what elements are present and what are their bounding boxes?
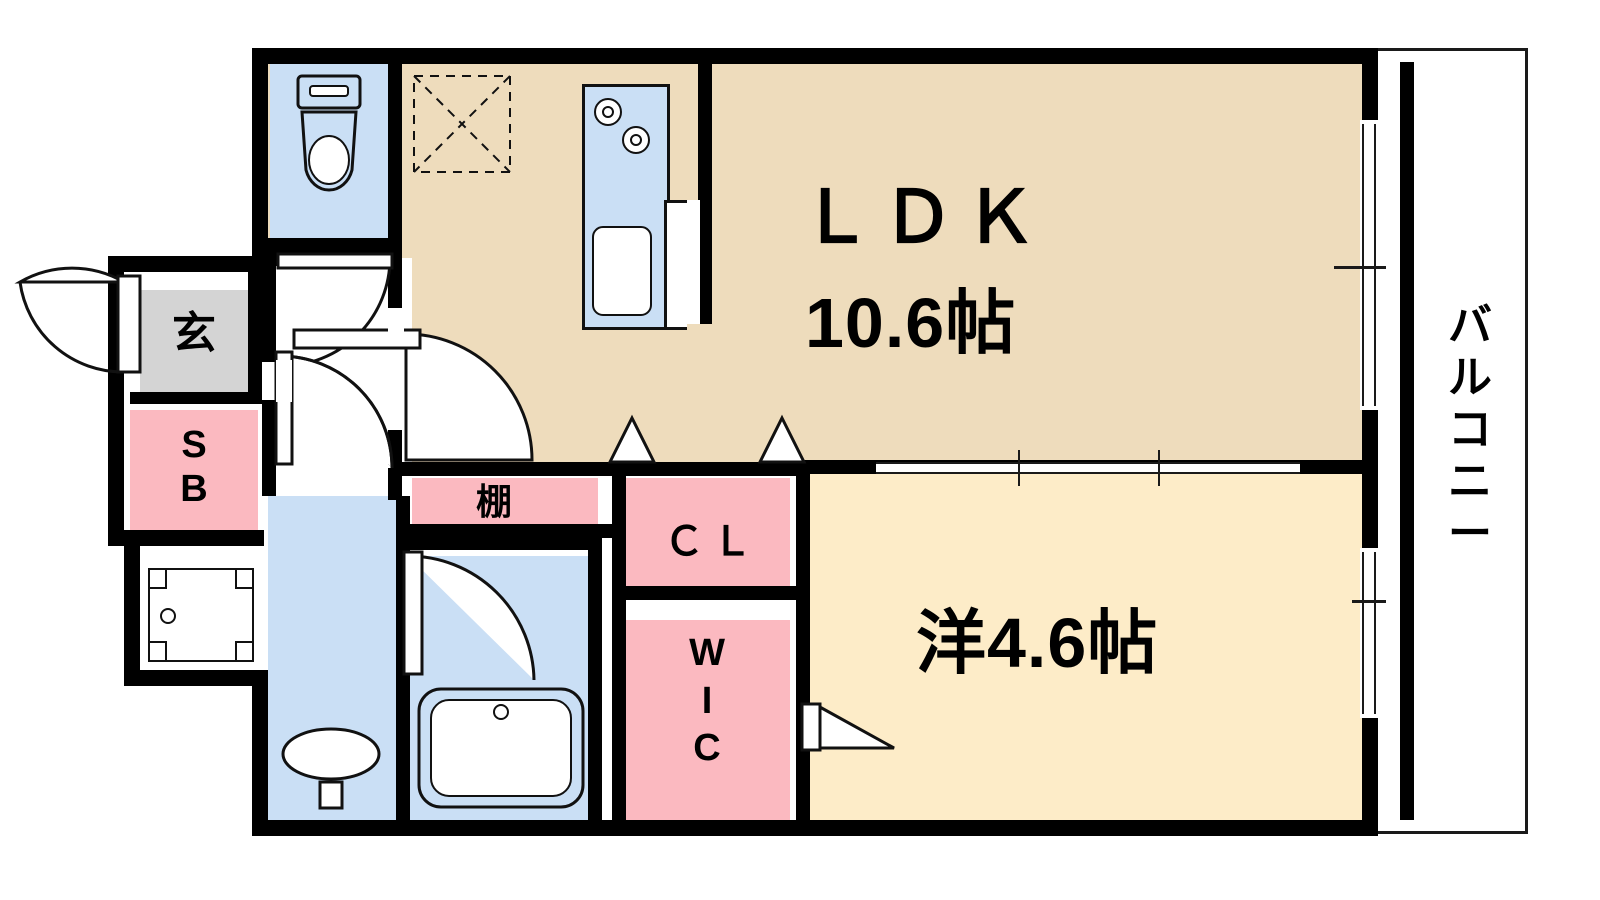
label-wic-line3: C	[693, 727, 723, 769]
sliding-door-line-b	[876, 472, 1300, 474]
washroom-door[interactable]	[274, 350, 396, 470]
wall-kitchen-partition	[698, 62, 712, 324]
wall-bath-top	[396, 538, 602, 550]
balcony-rail-bottom	[1400, 598, 1414, 820]
washing-machine-pan	[148, 568, 254, 662]
kitchen-sink-fixture	[592, 226, 652, 316]
room-fill-genkan	[140, 288, 260, 392]
wall-left-upper	[252, 48, 268, 258]
wall-cl-left	[612, 462, 626, 586]
vanity-sink-fixture	[281, 727, 381, 810]
toilet-fixture	[296, 74, 362, 192]
label-balcony-line1: バ	[1448, 301, 1492, 350]
window-line-4	[1374, 552, 1376, 714]
wall-cl-bottom	[612, 586, 802, 600]
bathroom-door[interactable]	[402, 550, 572, 684]
label-balcony-line3: コ	[1448, 404, 1492, 454]
balcony-rail-top	[1400, 62, 1414, 268]
sliding-door-mullion-b	[1158, 450, 1160, 486]
room-fill-shoe-box	[130, 410, 258, 534]
wall-entrance-top	[108, 256, 268, 272]
wall-hall-left	[262, 252, 276, 362]
room-fill-western	[810, 466, 1366, 828]
bedroom-wic-door[interactable]	[800, 702, 898, 756]
wall-left-mid	[124, 530, 140, 670]
wall-left-lower-jog	[124, 670, 268, 686]
label-tana: 棚	[476, 481, 515, 522]
wall-notch-hall-1	[276, 360, 292, 402]
wall-top	[252, 48, 1378, 64]
window-line-3	[1362, 552, 1364, 714]
label-balcony-line2: ル	[1448, 352, 1492, 402]
entrance-door[interactable]	[10, 266, 142, 386]
balcony-outline-top	[1378, 48, 1528, 51]
label-balcony-line4: ニ	[1448, 456, 1492, 506]
label-balcony: バ ル コ ニ ー	[1420, 300, 1520, 560]
label-wic-line2: I	[701, 679, 715, 722]
label-shoe-box: S B	[130, 424, 258, 511]
label-sb-line2: B	[180, 467, 208, 510]
gas-stove-fixture	[594, 98, 650, 154]
label-genkan: 玄	[172, 309, 216, 358]
wall-wic-left	[612, 600, 626, 836]
label-ldk: ＬＤＫ	[800, 178, 1047, 258]
ldk-entry-door[interactable]	[292, 328, 534, 462]
window-mullion-1	[1334, 266, 1386, 269]
wall-tana-bottom	[402, 524, 614, 538]
wall-toilet-bottom	[268, 238, 402, 252]
wall-bath-right	[588, 538, 602, 828]
closet-door-markers[interactable]	[606, 414, 820, 466]
wall-bottom	[252, 820, 1378, 836]
hall-fill-lower	[262, 466, 412, 496]
balcony-rail-mid	[1400, 268, 1414, 598]
kitchen-counter-edge	[664, 200, 687, 330]
wall-washroom-right-top	[396, 496, 410, 538]
label-cl: ＣＬ	[664, 520, 760, 564]
room-fill-cl	[626, 478, 790, 586]
sliding-door-line-a	[876, 462, 1300, 464]
room-fill-tana	[412, 478, 598, 526]
label-wic: W I C	[626, 630, 790, 773]
wall-genkan-bottom	[130, 392, 262, 404]
range-hood	[413, 75, 511, 173]
window-line-1	[1362, 124, 1364, 406]
window-mullion-2	[1352, 600, 1386, 603]
wall-closet-top	[402, 462, 802, 476]
sliding-door-mullion-a	[1018, 450, 1020, 486]
wall-sb-bottom	[124, 534, 264, 546]
label-ldk-size: 10.6帖	[805, 284, 1017, 362]
room-fill-wic	[626, 620, 790, 820]
wall-notch-hall-2	[388, 308, 404, 334]
label-balcony-line5: ー	[1448, 508, 1492, 558]
bathtub-fixture	[417, 687, 585, 809]
wall-genkan-right	[248, 266, 262, 396]
wall-toilet-right	[388, 62, 402, 252]
wall-left-lower	[252, 670, 268, 836]
wall-hall-bottom	[262, 462, 276, 496]
window-line-2	[1374, 124, 1376, 406]
balcony-outline-right	[1525, 48, 1528, 834]
label-western-room: 洋4.6帖	[916, 604, 1159, 682]
balcony-outline-bottom	[1378, 831, 1528, 834]
label-wic-line1: W	[689, 632, 727, 674]
wall-bedroom-left	[796, 460, 810, 828]
sliding-door-opening[interactable]	[876, 462, 1300, 474]
label-sb-line1: S	[181, 424, 207, 466]
